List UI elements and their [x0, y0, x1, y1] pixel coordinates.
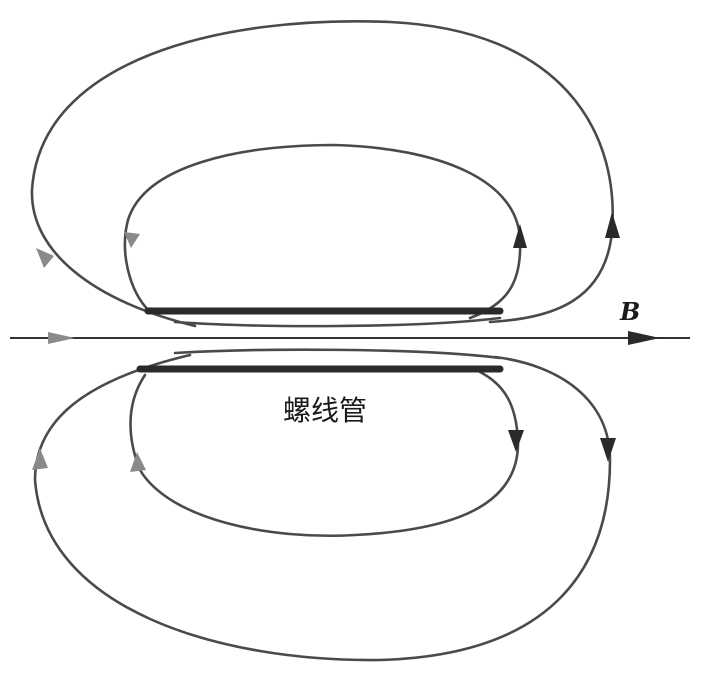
axis-arrow-right	[628, 331, 660, 345]
arrow-outer-bottom-left	[32, 448, 48, 470]
field-line-outer-top	[30, 20, 614, 328]
arrow-inner-bottom-right	[508, 430, 524, 452]
arrow-inner-top-right	[513, 224, 527, 248]
interior-line-1	[173, 316, 502, 328]
arrow-inner-bottom-left	[130, 452, 146, 472]
arrow-inner-top-left	[124, 232, 140, 248]
field-label: B	[619, 297, 640, 326]
field-line-inner-top	[123, 143, 522, 320]
arrow-outer-top-left	[36, 248, 54, 268]
arrow-outer-bottom-right	[600, 438, 616, 462]
arrow-outer-top-right	[605, 212, 620, 238]
interior-line-2	[173, 348, 502, 360]
axis-arrow-left	[48, 332, 75, 344]
solenoid-label: 螺线管	[283, 394, 367, 427]
